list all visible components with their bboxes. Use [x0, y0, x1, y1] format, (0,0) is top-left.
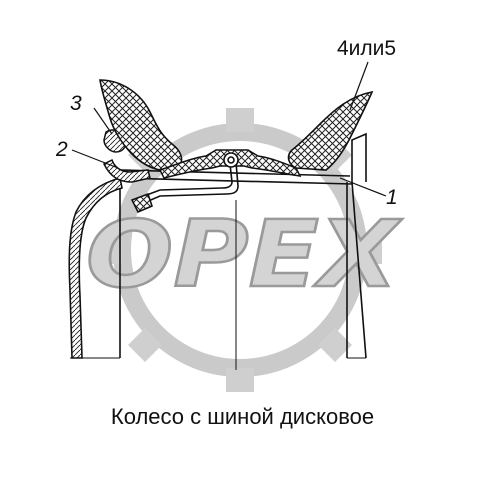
watermark-text: OPEX — [86, 201, 403, 308]
right-flange — [351, 132, 367, 184]
watermark-logo: OPEX — [85, 108, 404, 392]
valve-stem — [130, 152, 239, 214]
callout-side-ring: 2 — [55, 138, 68, 161]
tire-right-sidewall — [287, 90, 374, 171]
leader-side-ring — [71, 149, 119, 169]
rim-base — [119, 169, 351, 177]
callout-lock-ring: 3 — [70, 92, 82, 115]
leader-lock-ring — [93, 107, 113, 135]
callout-rim: 1 — [386, 186, 398, 209]
side-ring — [102, 158, 151, 183]
leader-lines — [71, 61, 387, 197]
leader-rim — [339, 177, 387, 197]
callout-tire: 4или5 — [337, 37, 396, 60]
rim-right-outer — [351, 181, 367, 359]
leader-tire — [349, 61, 369, 111]
figure-caption: Колесо с шиной дисковое — [110, 404, 375, 429]
wheel-disc — [68, 177, 123, 359]
rim-outline — [70, 132, 367, 370]
tire-left-sidewall — [99, 79, 183, 171]
